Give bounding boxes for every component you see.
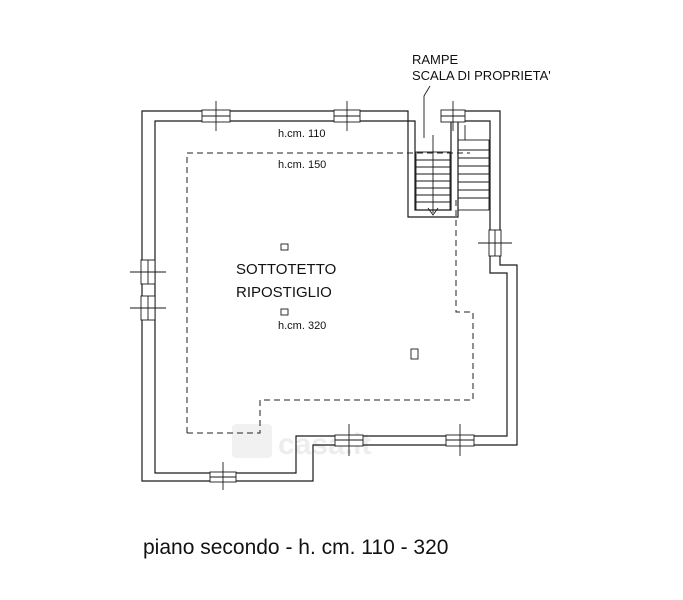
window-top-2 <box>333 101 361 131</box>
height-label-110: h.cm. 110 <box>278 128 326 140</box>
stairs-label-line1: RAMPE <box>412 52 459 67</box>
height-contour-inner <box>187 200 474 434</box>
window-left-2 <box>130 295 166 321</box>
stairs-leader-line <box>423 85 431 138</box>
stairs-label-line2: SCALA DI PROPRIETA' <box>412 68 551 83</box>
outer-wall <box>141 110 518 482</box>
fixture-top <box>280 243 289 251</box>
room-name-line2: RIPOSTIGLIO <box>236 284 332 301</box>
window-left-1 <box>130 259 166 285</box>
fixture-middle <box>280 308 289 316</box>
fixture-right <box>410 348 419 360</box>
staircase <box>415 125 490 216</box>
height-label-320: h.cm. 320 <box>278 320 326 332</box>
height-label-150: h.cm. 150 <box>278 159 326 171</box>
window-bottom-2 <box>445 424 475 456</box>
window-top-3 <box>440 101 466 131</box>
inner-wall <box>154 120 508 474</box>
window-bottom-3 <box>209 462 237 490</box>
room-name-line1: SOTTOTETTO <box>236 261 336 278</box>
window-right <box>478 229 512 257</box>
window-top-1 <box>201 101 231 131</box>
window-bottom-1 <box>334 424 364 456</box>
plan-caption: piano secondo - h. cm. 110 - 320 <box>143 536 448 559</box>
height-contour-150 <box>186 152 470 433</box>
